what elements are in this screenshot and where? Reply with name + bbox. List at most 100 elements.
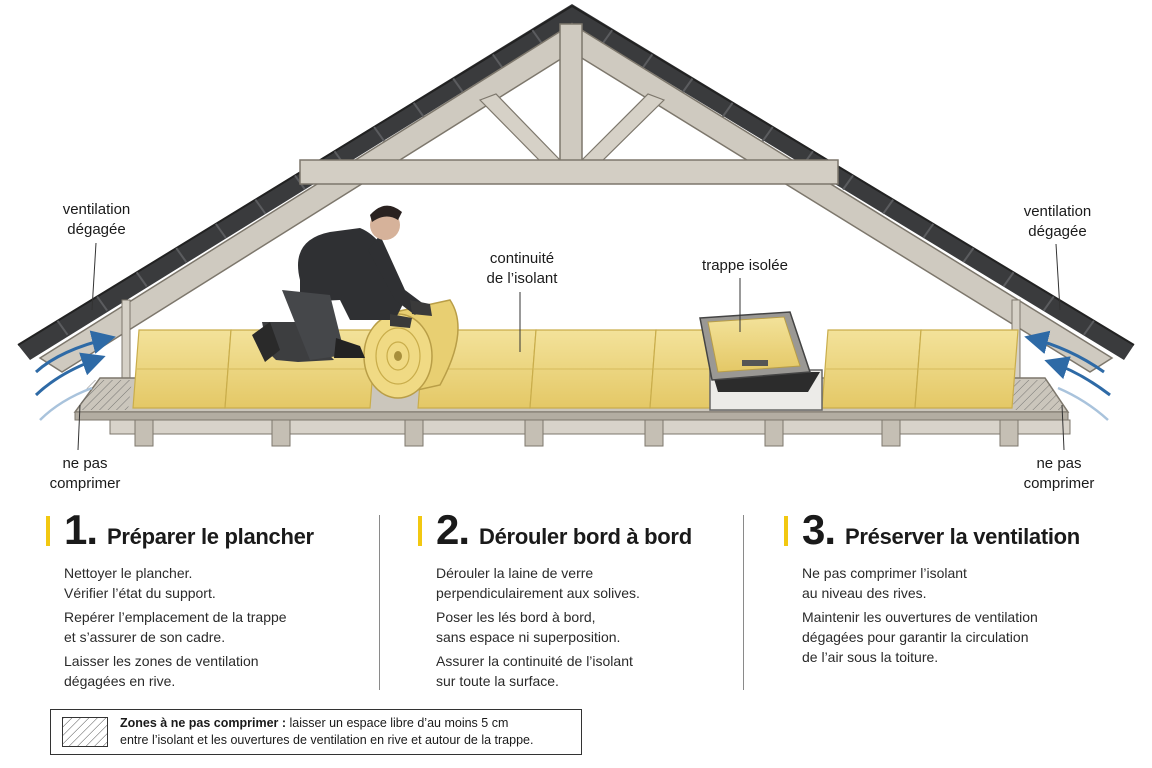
text-line: Maintenir les ouvertures de ventilation	[802, 609, 1038, 625]
legend-line-2: entre l’isolant et les ouvertures de ven…	[120, 733, 534, 747]
roof-tile-joint	[1083, 320, 1095, 336]
text-line: dégagées en rive.	[64, 673, 176, 689]
roof-tile-joint	[135, 271, 148, 287]
text-line: sur toute la surface.	[436, 673, 559, 689]
roof-tile-joint	[412, 102, 425, 118]
roof-tile-joint	[882, 199, 894, 215]
step-divider	[379, 515, 380, 690]
step-body: Nettoyer le plancher. Vérifier l’état du …	[64, 563, 376, 691]
step-1-header: 1. Préparer le plancher	[46, 505, 376, 557]
insulation-batts	[132, 329, 1019, 409]
step-accent-bar	[418, 516, 422, 546]
text-line: Vérifier l’état du support.	[64, 585, 216, 601]
step-title: Dérouler bord à bord	[479, 524, 692, 549]
floor-joist	[404, 419, 424, 447]
roof-tile-joint	[721, 102, 734, 118]
roof-tile-joint	[842, 174, 854, 191]
step-paragraph: Laisser les zones de ventilation dégagées…	[64, 651, 376, 691]
step-2: 2. Dérouler bord à bord Dérouler la lain…	[418, 505, 748, 695]
step-accent-bar	[46, 516, 50, 546]
floor-joist	[524, 419, 544, 447]
callout-line: ventilation	[1023, 203, 1092, 220]
callout-line: dégagée	[1028, 223, 1087, 240]
step-divider	[743, 515, 744, 690]
callout-line: ventilation	[62, 201, 131, 218]
roof-tile-joint	[254, 199, 267, 215]
attic-insulation-illustration	[17, 4, 1135, 451]
roof-tile-joint	[452, 78, 465, 94]
roof-tile-joint	[1002, 271, 1015, 287]
roof-tile-joint	[56, 320, 69, 336]
step-paragraph: Assurer la continuité de l’isolant sur to…	[436, 651, 748, 691]
roof-tile-joint	[641, 53, 654, 70]
worker-figure	[252, 205, 432, 362]
callout-line: comprimer	[1023, 475, 1095, 492]
floor-joists	[134, 419, 1019, 447]
step-1: 1. Préparer le plancher Nettoyer le plan…	[46, 505, 376, 695]
text-line: Laisser les zones de ventilation	[64, 653, 259, 669]
text-line: sans espace ni superposition.	[436, 629, 621, 645]
truss-frame	[121, 23, 1021, 381]
step-2-header: 2. Dérouler bord à bord	[418, 505, 748, 557]
floor-joist	[644, 419, 664, 447]
floor-joist	[271, 419, 291, 447]
text-line: au niveau des rives.	[802, 585, 927, 601]
callout-continuity: continuité de l’isolant	[472, 249, 572, 289]
callout-line: dégagée	[67, 221, 126, 238]
legend-title: Zones à ne pas comprimer :	[120, 716, 287, 730]
step-3-header: 3. Préserver la ventilation	[784, 505, 1114, 557]
step-accent-bar	[784, 516, 788, 546]
floor-joist	[134, 419, 154, 447]
roof-tile-joint	[492, 53, 504, 70]
text-line: Ne pas comprimer l’isolant	[802, 565, 967, 581]
callout-vent-left: ventilation dégagée	[54, 200, 139, 240]
callout-line: continuité	[489, 250, 555, 267]
step-paragraph: Poser les lés bord à bord, sans espace ni…	[436, 607, 748, 647]
hatch-swatch-icon	[62, 717, 108, 747]
step-paragraph: Maintenir les ouvertures de ventilation d…	[802, 607, 1114, 667]
roof-tile-joint	[531, 29, 544, 45]
ventilation-arrows-right	[1024, 330, 1111, 421]
text-line: de l’air sous la toiture.	[802, 649, 939, 665]
step-number: 1.	[64, 506, 98, 553]
callout-line: comprimer	[49, 475, 121, 492]
callout-line: de l’isolant	[486, 270, 558, 287]
text-line: dégagées pour garantir la circulation	[802, 629, 1029, 645]
floor-joist	[881, 419, 901, 447]
ventilation-arrows-left	[34, 330, 116, 421]
callout-vent-right: ventilation dégagée	[1015, 202, 1100, 242]
step-paragraph: Ne pas comprimer l’isolant au niveau des …	[802, 563, 1114, 603]
no-compress-zone-left	[78, 380, 132, 410]
roof-tile-joint	[761, 126, 774, 142]
roof-tile-joint	[1042, 295, 1055, 312]
callout-line: ne pas	[62, 455, 108, 472]
legend-box: Zones à ne pas comprimer : laisser un es…	[50, 709, 582, 755]
roof-tile-joint	[96, 295, 108, 312]
roof-tile-joint	[175, 247, 188, 263]
step-3: 3. Préserver la ventilation Ne pas compr…	[784, 505, 1114, 671]
roof-tile-joint	[601, 29, 613, 45]
roof-rafters	[38, 22, 1114, 373]
insulated-hatch	[699, 311, 823, 411]
callout-compress-left: ne pas comprimer	[40, 454, 130, 494]
legend-line-1: laisser un espace libre d’au moins 5 cm	[286, 716, 509, 730]
roof-tile-joint	[215, 223, 227, 239]
roof-tile-joint	[681, 78, 694, 94]
step-paragraph: Nettoyer le plancher. Vérifier l’état du …	[64, 563, 376, 603]
floor-joist	[764, 419, 784, 447]
text-line: Nettoyer le plancher.	[64, 565, 193, 581]
step-number: 2.	[436, 506, 470, 553]
step-title: Préserver la ventilation	[845, 524, 1080, 549]
callout-line: ne pas	[1036, 455, 1082, 472]
callout-hatch: trappe isolée	[690, 256, 800, 276]
text-line: Assurer la continuité de l’isolant	[436, 653, 633, 669]
step-body: Ne pas comprimer l’isolant au niveau des …	[802, 563, 1114, 667]
text-line: Poser les lés bord à bord,	[436, 609, 596, 625]
legend-text: Zones à ne pas comprimer : laisser un es…	[120, 715, 533, 749]
text-line: et s’assurer de son cadre.	[64, 629, 226, 645]
roof-tile-joint	[922, 223, 935, 239]
no-compress-zone-right	[1010, 380, 1064, 410]
